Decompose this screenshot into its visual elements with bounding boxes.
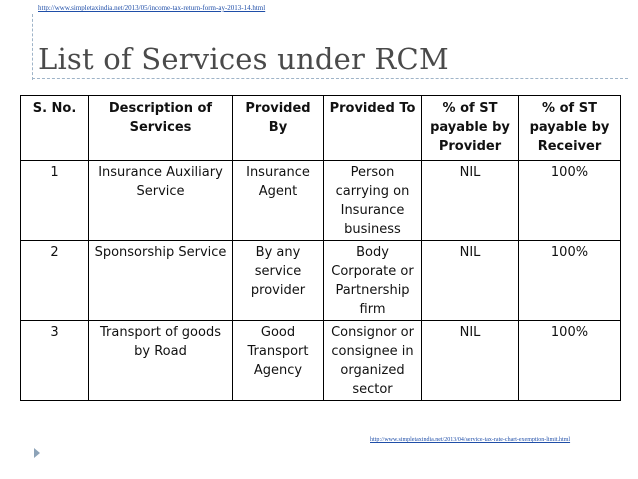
header-provided-to: Provided To	[323, 95, 422, 161]
cell-provided-by: Good Transport Agency	[232, 320, 324, 401]
cell-st-provider: NIL	[421, 320, 519, 401]
table-row: 3 Transport of goods by Road Good Transp…	[20, 320, 621, 401]
cell-st-provider: NIL	[421, 240, 519, 321]
cell-provided-by: By any service provider	[232, 240, 324, 321]
cell-description: Insurance Auxiliary Service	[88, 160, 233, 241]
header-description: Description of Services	[88, 95, 233, 161]
cell-description: Sponsorship Service	[88, 240, 233, 321]
source-link-bottom[interactable]: http://www.simpletaxindia.net/2013/04/se…	[370, 437, 571, 443]
table-row: 1 Insurance Auxiliary Service Insurance …	[20, 160, 621, 241]
source-link-top[interactable]: http://www.simpletaxindia.net/2013/05/in…	[38, 4, 266, 12]
table-header-row: S. No. Description of Services Provided …	[20, 95, 621, 161]
cell-st-receiver: 100%	[518, 160, 621, 241]
header-provided-by: Provided By	[232, 95, 324, 161]
slide-title: List of Services under RCM	[38, 42, 449, 76]
cell-sno: 3	[20, 320, 89, 401]
cell-provided-to: Person carrying on Insurance business	[323, 160, 422, 241]
cell-provided-to: Consignor or consignee in organized sect…	[323, 320, 422, 401]
cell-description: Transport of goods by Road	[88, 320, 233, 401]
slide-bullet-icon	[34, 448, 40, 458]
rcm-services-table: S. No. Description of Services Provided …	[20, 95, 621, 401]
cell-st-receiver: 100%	[518, 240, 621, 321]
table-row: 2 Sponsorship Service By any service pro…	[20, 240, 621, 321]
cell-st-receiver: 100%	[518, 320, 621, 401]
header-st-receiver: % of ST payable by Receiver	[518, 95, 621, 161]
cell-sno: 1	[20, 160, 89, 241]
title-divider	[32, 78, 628, 79]
header-st-provider: % of ST payable by Provider	[421, 95, 519, 161]
header-sno: S. No.	[20, 95, 89, 161]
cell-st-provider: NIL	[421, 160, 519, 241]
cell-provided-to: Body Corporate or Partnership firm	[323, 240, 422, 321]
cell-provided-by: Insurance Agent	[232, 160, 324, 241]
cell-sno: 2	[20, 240, 89, 321]
left-decorative-rule	[32, 14, 33, 80]
